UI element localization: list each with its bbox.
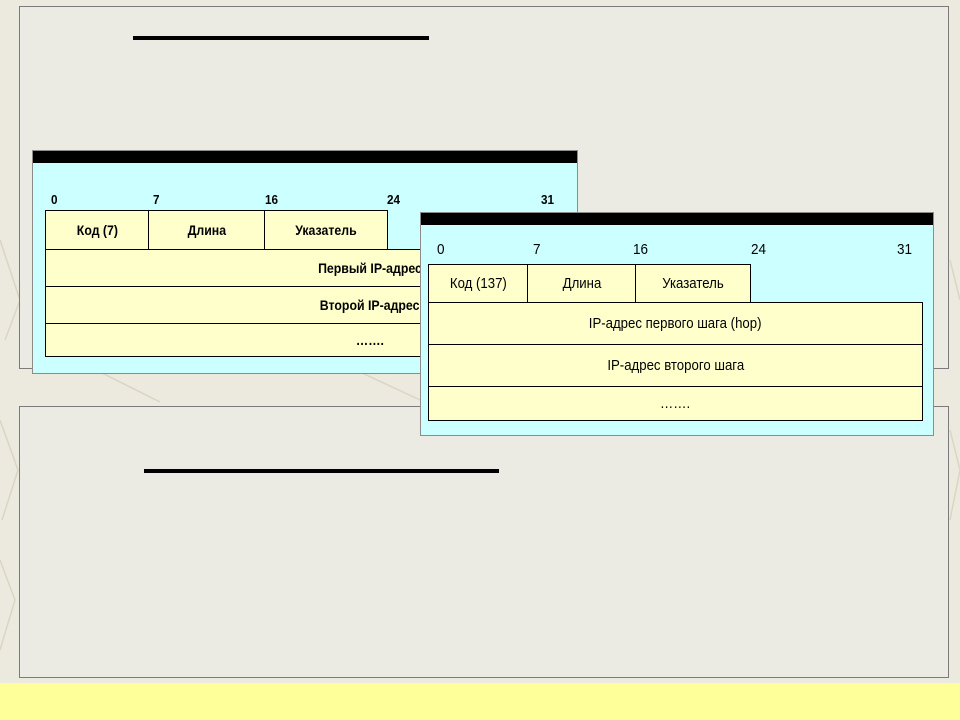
bit-position-label: 31 xyxy=(897,241,913,258)
bit-position-label: 7 xyxy=(153,192,160,207)
bit-position-label: 31 xyxy=(541,192,555,207)
field-pointer: Указатель xyxy=(264,210,388,250)
strict-source-route-diagram: 0 7 16 24 31 Код (137) Длина Указатель I… xyxy=(420,212,934,436)
field-length: Длина xyxy=(148,210,265,250)
diagram-header-bar xyxy=(33,151,577,163)
field-code: Код (137) xyxy=(428,264,528,303)
diagram-header-bar xyxy=(421,213,933,225)
title-placeholder-rule-bottom xyxy=(144,469,499,473)
bit-position-label: 0 xyxy=(437,241,445,258)
field-pointer: Указатель xyxy=(635,264,751,303)
bit-position-label: 0 xyxy=(51,192,58,207)
hop-address-row: IP-адрес первого шага (hop) xyxy=(428,302,923,345)
bit-position-label: 16 xyxy=(265,192,279,207)
slide-panel-bottom xyxy=(19,406,949,678)
footer-bar xyxy=(0,683,960,720)
field-length: Длина xyxy=(527,264,636,303)
bit-position-label: 16 xyxy=(633,241,649,258)
title-placeholder-rule-top xyxy=(133,36,429,40)
hop-address-row: IP-адрес второго шага xyxy=(428,344,923,387)
hop-address-row: ……. xyxy=(428,386,923,421)
bit-position-label: 24 xyxy=(387,192,401,207)
bit-position-label: 24 xyxy=(751,241,767,258)
field-code: Код (7) xyxy=(45,210,149,250)
bit-position-label: 7 xyxy=(533,241,541,258)
